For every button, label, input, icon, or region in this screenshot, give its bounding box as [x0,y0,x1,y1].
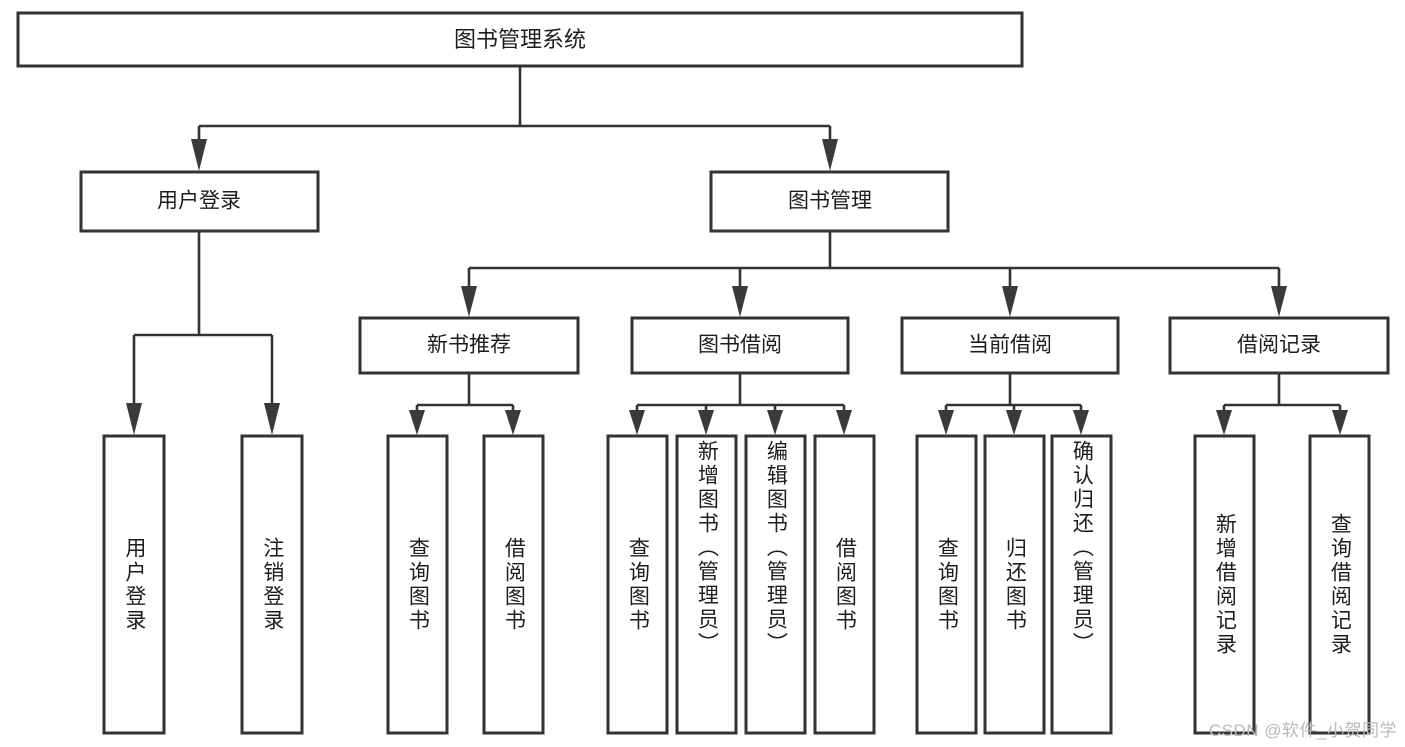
edge-group-root [191,66,838,171]
arrowhead-leaf-user-login [126,403,142,435]
edge-group-current-borrow [938,373,1089,435]
node-borrow-record-label: 借阅记录 [1237,334,1321,357]
node-new-book-recommend-label: 新书推荐 [427,334,511,357]
node-current-borrow-box[interactable] [900,316,1120,375]
node-new-book-recommend-box[interactable] [358,316,580,375]
node-book-borrow-label: 图书借阅 [698,334,782,357]
leaf-box-add-book-admin[interactable] [675,434,738,735]
arrowhead-leaf-borrow-book-2 [836,410,852,435]
arrowhead-leaf-add-borrow-record [1216,410,1232,435]
node-current-borrow[interactable]: 当前借阅 [900,316,1120,375]
edge-group-book-borrow [629,373,852,435]
arrowhead-leaf-confirm-return-admin [1073,410,1089,435]
node-book-borrow-box[interactable] [630,316,850,375]
arrowhead-leaf-query-book-2 [629,410,645,435]
edge-group-book-manage [461,231,1287,317]
leaf-box-user-login[interactable] [102,434,166,735]
arrowhead-borrow-record [1271,286,1287,317]
node-user-login-label: 用户登录 [157,190,241,213]
node-book-manage-box[interactable] [709,170,950,233]
node-book-manage[interactable]: 图书管理 [709,170,950,233]
node-user-login-box[interactable] [79,170,320,233]
node-root-box[interactable] [16,11,1024,68]
arrowhead-user-login [191,139,207,171]
csdn-watermark: CSDN @软件_小贺同学 [1208,721,1397,740]
arrowhead-leaf-query-book-3 [938,410,954,435]
arrowhead-leaf-query-borrow-record [1332,410,1348,435]
node-borrow-record[interactable]: 借阅记录 [1168,316,1390,375]
arrowhead-book-manage [822,139,838,171]
arrowhead-leaf-logout-login [264,403,280,435]
node-book-borrow[interactable]: 图书借阅 [630,316,850,375]
arrowhead-book-borrow [732,286,748,317]
leaf-box-add-borrow-record[interactable] [1193,434,1256,735]
leaf-boxes [102,434,1371,735]
node-root-label: 图书管理系统 [454,27,586,52]
arrowhead-leaf-add-book-admin [698,410,714,435]
edge-group-new-book-recommend [409,373,521,435]
leaf-box-confirm-return-admin[interactable] [1050,434,1113,735]
node-root[interactable]: 图书管理系统 [16,11,1024,68]
leaf-box-query-book-1[interactable] [386,434,449,735]
leaf-box-borrow-book-2[interactable] [813,434,876,735]
leaf-box-borrow-book-1[interactable] [482,434,545,735]
leaf-box-query-borrow-record[interactable] [1308,434,1371,735]
node-new-book-recommend[interactable]: 新书推荐 [358,316,580,375]
leaf-box-edit-book-admin[interactable] [744,434,807,735]
leaf-box-return-book[interactable] [983,434,1046,735]
arrowhead-leaf-borrow-book-1 [505,410,521,435]
node-borrow-record-box[interactable] [1168,316,1390,375]
leaf-box-query-book-3[interactable] [915,434,978,735]
node-user-login[interactable]: 用户登录 [79,170,320,233]
arrowhead-leaf-edit-book-admin [767,410,783,435]
edge-group-borrow-record [1216,373,1348,435]
arrowhead-leaf-query-book-1 [409,410,425,435]
edge-group-user-login [126,231,280,435]
arrowhead-new-book-recommend [461,286,477,317]
node-current-borrow-label: 当前借阅 [968,334,1052,357]
leaf-box-logout-login[interactable] [240,434,304,735]
node-book-manage-label: 图书管理 [788,190,872,213]
arrowhead-current-borrow [1002,286,1018,317]
leaf-box-query-book-2[interactable] [606,434,669,735]
arrowhead-leaf-return-book [1006,410,1022,435]
